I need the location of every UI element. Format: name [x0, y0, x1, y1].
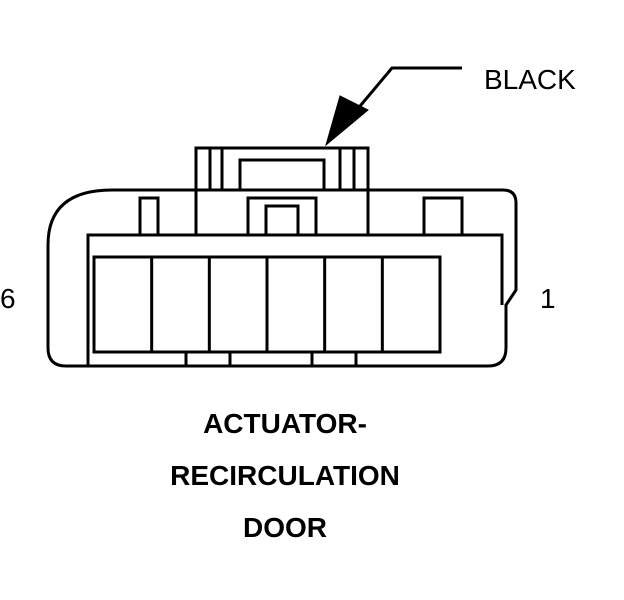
top-tab-right	[422, 196, 464, 237]
latch-cap	[238, 158, 326, 192]
latch-tower	[194, 146, 370, 235]
connector-housing-outline	[46, 188, 518, 368]
component-title-line-3: DOOR	[243, 512, 327, 543]
component-title-line-2: RECIRCULATION	[170, 460, 400, 491]
pin-number-right: 1	[540, 283, 556, 314]
callout-arrowhead	[325, 95, 369, 147]
callout-leader-line	[348, 66, 462, 119]
latch-lock	[246, 196, 318, 237]
latch-arm	[220, 148, 342, 190]
pin-number-left: 6	[0, 283, 16, 314]
top-tab-left	[138, 196, 160, 237]
component-title-line-1: ACTUATOR-	[203, 408, 367, 439]
latch-lock-inner	[264, 204, 300, 237]
callout-label: BLACK	[484, 64, 576, 95]
